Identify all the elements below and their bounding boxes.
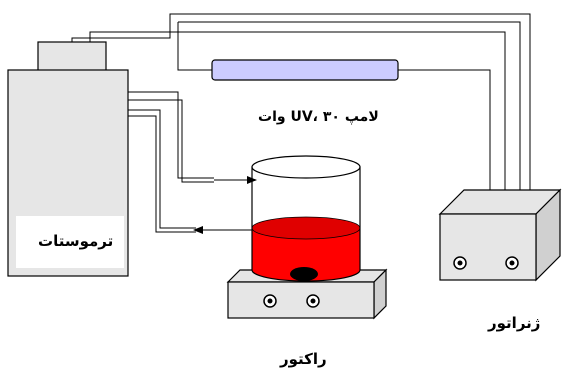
stirrer-knob-left-inner [267, 298, 273, 304]
stirrer-knob-right-inner [310, 298, 316, 304]
stirrer-front [227, 281, 375, 319]
generator-label: ژنراتور [488, 314, 541, 332]
lamp-wires [71, 13, 531, 190]
beaker-rim [251, 155, 361, 179]
thermostat-device [7, 41, 129, 277]
wire-top-loop [178, 21, 521, 190]
wire-lamp-right [398, 69, 491, 190]
liquid-surface [251, 216, 361, 240]
generator-front [439, 213, 537, 281]
coolant-line-outlet-2 [128, 115, 196, 233]
thermostat-label: ترموستات [38, 232, 114, 250]
thermostat-cap [37, 41, 107, 73]
generator-device [438, 188, 562, 282]
liquid-body [252, 228, 360, 281]
coolant-lines [128, 91, 257, 234]
coolant-line-inlet [128, 91, 214, 179]
generator-knob-left-inner [457, 260, 463, 266]
coolant-line-outlet [128, 109, 196, 229]
generator-knob-right-inner [509, 260, 515, 266]
thermostat-label-box [16, 216, 124, 268]
wire-outer [71, 13, 531, 190]
reactor-label: راکتور [280, 350, 327, 368]
stir-bar [290, 267, 318, 281]
reactor-beaker [251, 155, 361, 282]
uv-lamp [211, 59, 399, 81]
wire-lamp-left [177, 22, 212, 71]
uv-lamp-tube [211, 59, 399, 81]
beaker-bottom [251, 269, 361, 282]
coolant-line-inlet-2 [128, 99, 214, 183]
wire-middle [89, 31, 506, 190]
lamp-label: لامپ UV، ۳۰ وات [258, 109, 379, 125]
